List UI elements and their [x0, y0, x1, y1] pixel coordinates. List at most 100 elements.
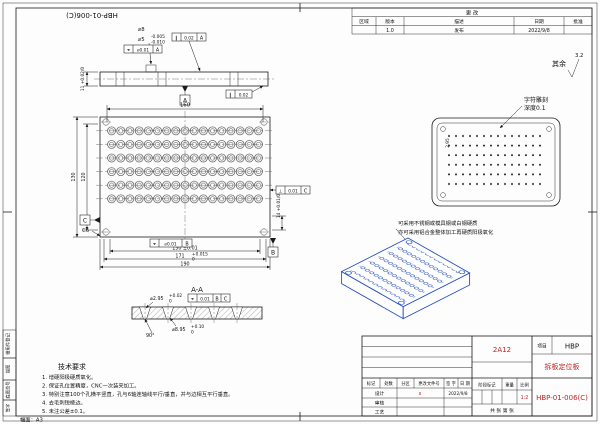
rev-header-version: 版本 — [385, 18, 395, 25]
tb-stage-label: 阶段标记 — [478, 382, 496, 389]
datum-a-label: A — [183, 98, 188, 105]
fcf-sec-symbol: ⌖ — [191, 297, 194, 302]
dim-130: 130 — [71, 172, 77, 181]
dim-150: 150 ±0.01 — [172, 246, 197, 252]
revision-table: 更 改 区域 版本 描述 日期 批准 1.0 发布 2022/9/8 — [351, 7, 593, 35]
tb-process-label: 工艺 — [375, 410, 385, 416]
tb-project-label: 项目 — [537, 344, 547, 350]
fcf-section: ⌖ 0.01 B C — [187, 293, 231, 302]
fcf-perp-tol: 0.01 — [288, 188, 298, 194]
tb-qty-label: 处数 — [384, 380, 393, 387]
dim-160: 160 — [180, 103, 191, 109]
strip-master-no: 底图总号 — [5, 381, 12, 398]
fcf3-tol: 0.02 — [239, 92, 249, 98]
datum-c-flag: C — [79, 214, 100, 226]
dim-190: 190 — [180, 262, 189, 268]
strip-tracing: 描图 — [5, 365, 12, 374]
fcf-pos-symbol: ⌖ — [153, 242, 156, 247]
tb-design-label: 设计 — [375, 390, 385, 397]
dim-d295-tol-lower: 0 — [169, 299, 172, 305]
material-note-line2: 亦可采用铝合金整体加工再硬质阳极氧化 — [398, 228, 494, 236]
strip-signature: 签字 — [5, 404, 12, 413]
fcf-perp-datum: C — [304, 188, 308, 194]
fcf3-symbol: ∥ — [229, 92, 231, 98]
tb-part-name: 拆板定位板 — [545, 362, 580, 371]
fcf-sec-datum2: C — [224, 296, 228, 302]
fcf1-tol: ⌀0.01 — [137, 47, 149, 53]
tb-material: 2A12 — [493, 346, 511, 354]
tb-design-date: 2022/9/8 — [448, 391, 468, 397]
rev-header-zone: 区域 — [359, 18, 369, 25]
side-view: ⌀8 ⌀5 -0.005 -0.010 ⌖ ⌀0.01 A ∥ 0.02 A ∥… — [80, 27, 274, 106]
edge-part-number: HBP-01-006(C) — [66, 11, 118, 19]
tb-doc-label: 更改文件号 — [418, 380, 439, 387]
tb-check-label: 审核 — [375, 400, 385, 407]
tb-date-label: 日 期 — [460, 381, 470, 387]
fcf-pos-datum: B — [185, 241, 188, 247]
tb-drawing-number: HBP-01-006(C) — [536, 394, 588, 402]
datum-b-label: B — [271, 250, 275, 257]
tb-sheets: 共 张 第 张 — [490, 407, 514, 414]
tech-item-5: 5. 未注公差±0.1。 — [42, 407, 88, 415]
surface-value: 3.2 — [575, 53, 583, 59]
tb-sig-label: 签 字 — [446, 380, 456, 387]
fcf-pos-tol: ⌀0.01 — [164, 241, 176, 247]
dim-171: 171 — [175, 254, 184, 260]
tb-company: HBP — [565, 343, 579, 351]
left-margin-strip: 借用件登记 描图 底图总号 签字 — [2, 329, 17, 417]
chamfer-note: C6 — [82, 228, 90, 234]
fcf-sec-datum1: B — [215, 296, 218, 302]
format-note: 幅面：A3 — [20, 416, 43, 424]
surface-finish-note: 其余 3.2 — [552, 53, 583, 78]
dim-d295-tol-upper: +0.02 — [169, 293, 182, 299]
dim-height-11: 11 +0.02/0 — [80, 67, 86, 91]
dim-d895: ⌀8.95 — [172, 327, 186, 333]
dim-171-tol-upper: +0.015 — [192, 252, 208, 258]
tb-weight-label: 重量 — [505, 382, 514, 389]
datum-c-label: C — [83, 218, 87, 225]
datum-a-flag: A — [179, 86, 191, 106]
rev-header-appr: 批准 — [573, 18, 583, 25]
datum-b-flag: B — [267, 238, 279, 258]
dim-angle-90: 90° — [146, 333, 155, 339]
fcf-position-plan: ⌖ ⌀0.01 B — [149, 238, 193, 247]
fcf2-symbol: ∥ — [175, 35, 177, 41]
rev-cell-version: 1.0 — [386, 28, 394, 34]
dim-d895-tol-upper: +0.10 — [191, 324, 204, 330]
fcf1-symbol: ⌖ — [127, 48, 130, 53]
dim-dia8: ⌀8 — [138, 27, 145, 33]
dim-d295: ⌀2.95 — [150, 296, 164, 302]
fcf-perp-symbol: ⊥ — [278, 188, 282, 194]
revision-table-title: 更 改 — [466, 9, 479, 17]
dim-14: 14 +0.01/0 — [276, 194, 282, 218]
dim-171-tol-lower: 0 — [192, 257, 195, 263]
title-block: 标记 处数 分区 更改文件号 签 字 日 期 设计 x 2022/9/8 审核 … — [361, 335, 593, 417]
tb-design-signature: x — [419, 392, 422, 397]
fcf-perpendicular: ⊥ 0.01 C — [269, 185, 311, 194]
engrave-note-line2: 深度0.1 — [524, 104, 546, 112]
engrave-note-line1: 字符雕刻 — [524, 96, 548, 104]
fcf-parallel-side: ∥ 0.02 A — [171, 32, 207, 72]
section-view: A-A ⌀2.95 +0.02 0 ⌖ 0.01 B C ⌀8.95 +0. — [131, 286, 263, 339]
dim-dia5-tol-lower: -0.010 — [151, 40, 165, 46]
strip-borrow-record: 借用件登记 — [5, 333, 12, 355]
engrave-dim: 2.95 — [445, 138, 451, 148]
fcf-position-side: ⌖ ⌀0.01 A — [123, 44, 163, 53]
rev-cell-date: 2022/9/8 — [528, 28, 550, 34]
section-label: A-A — [191, 286, 203, 294]
tech-requirements: 技术要求 1. 增硬阳极硬质氧化。 2. 保证孔位置精度，CNC一次装夹加工。 … — [42, 362, 234, 415]
rev-cell-desc: 发布 — [454, 27, 464, 34]
tb-mark-label: 标记 — [367, 380, 376, 387]
tb-scale-label: 比例 — [520, 382, 529, 389]
tech-item-4: 4. 去毛刺锐棱边。 — [42, 399, 86, 407]
tech-item-1: 1. 增硬阳极硬质氧化。 — [42, 373, 96, 381]
dim-120: 120 — [81, 172, 87, 181]
fcf2-datum: A — [200, 35, 204, 41]
fcf-sec-tol: 0.01 — [200, 296, 210, 302]
rev-header-date: 日期 — [534, 19, 544, 25]
surface-label: 其余 — [552, 59, 566, 68]
tb-zone-label: 分区 — [401, 380, 410, 387]
